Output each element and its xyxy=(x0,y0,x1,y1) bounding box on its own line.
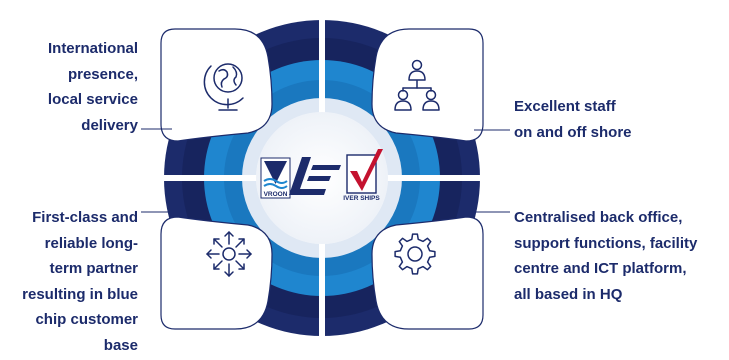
label-line: chip customer xyxy=(35,311,138,328)
vroon-logo: VROON xyxy=(260,157,291,199)
globe-icon xyxy=(203,63,244,111)
gear-icon xyxy=(394,233,436,275)
label-line: delivery xyxy=(81,116,138,134)
iver-ships-logo-text: IVER SHIPS xyxy=(343,195,380,202)
label-line: Excellent staff xyxy=(514,98,616,115)
label-line: on and off shore xyxy=(514,123,632,141)
people-hierarchy-icon xyxy=(394,59,440,111)
arrows-outward-icon xyxy=(206,231,252,277)
card-bottom-left xyxy=(160,216,273,330)
card-top-right xyxy=(371,28,484,142)
label-line: reliable long- xyxy=(44,234,138,252)
label-line: International xyxy=(47,40,138,57)
card-bottom-right xyxy=(371,216,484,330)
vroon-logo-text: VROON xyxy=(264,191,288,198)
label-line: term partner xyxy=(49,260,138,277)
label-top-left: International presence, local service de… xyxy=(48,36,138,138)
label-bottom-right: Centralised back office, support functio… xyxy=(514,205,697,307)
label-line: First-class and xyxy=(32,209,138,226)
iver-ships-logo: IVER SHIPS xyxy=(343,149,383,202)
label-line: all based in HQ xyxy=(514,285,623,303)
label-line: resulting in blue xyxy=(22,285,138,303)
label-top-right: Excellent staff on and off shore xyxy=(514,94,632,145)
ve-monogram-logo xyxy=(289,157,341,195)
label-line: support functions, facility xyxy=(514,234,698,252)
label-line: Centralised back office, xyxy=(514,209,683,226)
label-line: base xyxy=(103,336,138,354)
label-line: local service xyxy=(47,91,138,108)
label-bottom-left: First-class and reliable long- term part… xyxy=(22,205,138,358)
label-line: centre and ICT platform, xyxy=(514,260,687,277)
label-line: presence, xyxy=(67,65,138,83)
